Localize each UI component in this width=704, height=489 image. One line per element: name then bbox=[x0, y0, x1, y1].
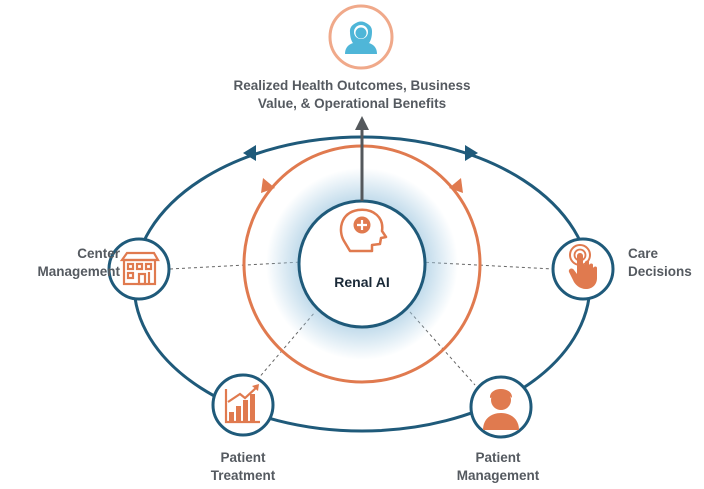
node-patient-management bbox=[469, 375, 533, 439]
ai-brain-icon bbox=[339, 208, 388, 253]
orange-arrowhead-right bbox=[449, 178, 463, 193]
person-icon bbox=[345, 21, 377, 54]
outer-arrowhead-right bbox=[465, 145, 478, 161]
patient-treatment-label: Patient Treatment bbox=[210, 450, 276, 483]
patient-management-label: Patient Management bbox=[456, 450, 540, 483]
orange-arrowhead-left bbox=[261, 178, 275, 193]
hand-touch-icon bbox=[568, 244, 597, 289]
bar-chart-icon bbox=[224, 384, 260, 424]
center-management-label: Center Management bbox=[37, 246, 120, 279]
care-decisions-label: Care Decisions bbox=[628, 246, 692, 279]
patient-icon bbox=[483, 389, 519, 430]
node-center-management bbox=[107, 237, 171, 301]
node-patient-treatment bbox=[211, 373, 275, 437]
outcome-node bbox=[328, 4, 394, 70]
node-care-decisions bbox=[551, 237, 615, 301]
outer-arrowhead-left bbox=[243, 145, 256, 161]
outcome-label: Realized Health Outcomes, Business Value… bbox=[233, 78, 471, 111]
outcome-arrow bbox=[355, 116, 369, 201]
building-icon bbox=[119, 251, 160, 286]
center-label: Renal AI bbox=[334, 274, 390, 290]
